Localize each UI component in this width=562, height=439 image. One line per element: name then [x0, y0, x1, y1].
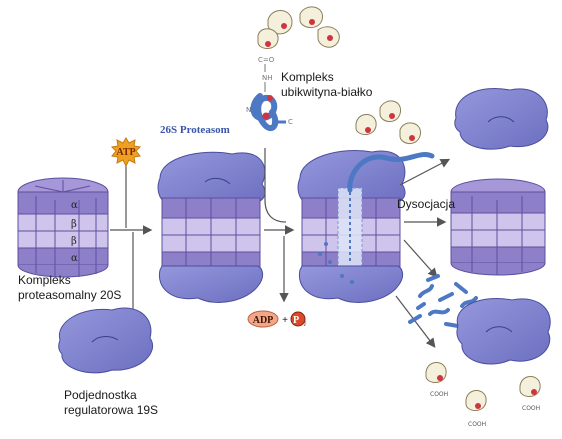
atp-label: ATP	[116, 147, 135, 158]
cooh-label-2: COOH	[468, 421, 486, 428]
label-complex-20s-line1: Kompleks	[18, 273, 71, 287]
chem-c-label: C	[288, 118, 293, 126]
proteasome-26s-label: 26S Proteasom	[160, 124, 230, 136]
free-20s-core-right	[450, 178, 546, 276]
label-complex-20s-line2: proteasomalny 20S	[18, 288, 122, 302]
label-subunit-19s-line2: regulatorowa 19S	[64, 403, 159, 417]
atp-starburst: ATP	[110, 137, 142, 168]
ub-complex-arrow	[264, 148, 287, 223]
ring-alpha-bottom: α	[71, 253, 78, 264]
free-19s-cap-top	[454, 87, 549, 150]
label-subunit-19s-line1: Podjednostka	[64, 388, 137, 402]
label-ub-complex-line2: ubikwityna-białko	[281, 85, 373, 99]
dissociation-arrow-top	[399, 158, 451, 186]
core-particle-20s: α β β α	[17, 177, 109, 278]
label-dissociation: Dysocjacja	[397, 197, 456, 211]
adp-pi-output: ADP + P i	[247, 310, 306, 328]
pi-label: P	[293, 315, 299, 326]
adp-label: ADP	[253, 315, 274, 326]
cooh-label-1: COOH	[430, 391, 448, 398]
ring-beta-2: β	[71, 236, 77, 247]
free-19s-cap-bottom	[456, 297, 551, 365]
free-ubiquitin-monomers	[425, 362, 541, 411]
cooh-label-3: COOH	[522, 405, 540, 412]
regulatory-subunit-19s	[58, 307, 153, 374]
proteasome-26s	[157, 151, 266, 303]
chem-n-label: N	[246, 106, 251, 114]
plus-sign: +	[282, 315, 288, 326]
label-ub-complex-line1: Kompleks	[281, 70, 334, 84]
chem-nh-label: NH	[262, 74, 273, 82]
pi-subscript: i	[304, 320, 306, 328]
target-protein	[250, 93, 286, 132]
dissociation-arrow-peptides	[403, 239, 438, 278]
released-ubiquitins	[355, 100, 421, 144]
chem-co-label: C=O	[258, 56, 275, 64]
proteasome-degrading	[297, 149, 435, 303]
ring-alpha-top: α	[71, 200, 78, 211]
ubiquitin-chain	[257, 6, 340, 49]
ring-beta-1: β	[71, 219, 77, 230]
